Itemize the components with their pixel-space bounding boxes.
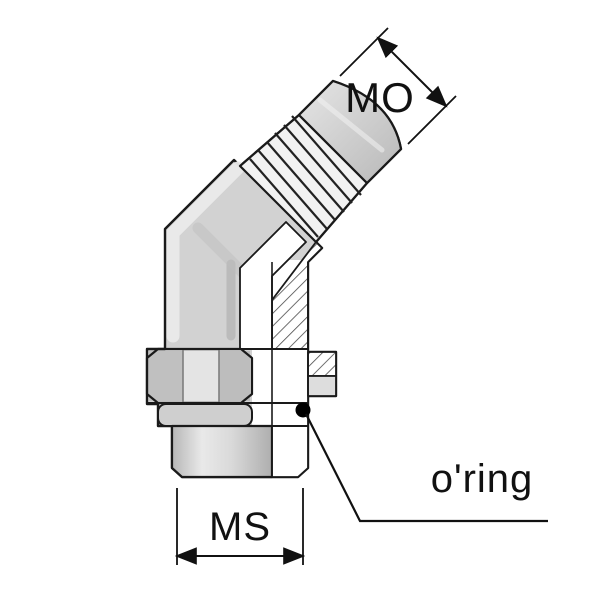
oring-label: o'ring [431,457,534,501]
elbow-highlight [166,161,245,343]
section-ring-block [307,351,337,397]
body-edge-lines [147,262,309,477]
oring-leader-line [305,413,548,523]
thread-crest-lines [249,115,362,238]
o-ring-seal [295,402,311,418]
stud-exterior [170,424,274,479]
washer [157,403,253,427]
mo-dimension: MO [339,27,457,145]
mo-label: MO [345,74,415,121]
mo-extension-line-left [339,27,389,77]
stud-section [271,425,309,478]
mo-extension-line-right [407,95,457,145]
ms-dimension: MS [174,488,306,565]
threaded-stud [170,424,309,479]
mo-dimension-arrow [376,36,448,108]
nut-facet-right [219,351,250,401]
thread-section [238,79,403,244]
ring-block-hatch [307,351,337,377]
oring-callout: o'ring [305,413,548,523]
hex-nut [145,347,254,405]
ring-block-washer [307,375,337,397]
nut-facet-middle [183,351,219,401]
ms-label: MS [209,505,271,549]
nut-facet-left [149,351,183,401]
cap-highlight [317,97,385,153]
fitting-body [145,79,403,479]
